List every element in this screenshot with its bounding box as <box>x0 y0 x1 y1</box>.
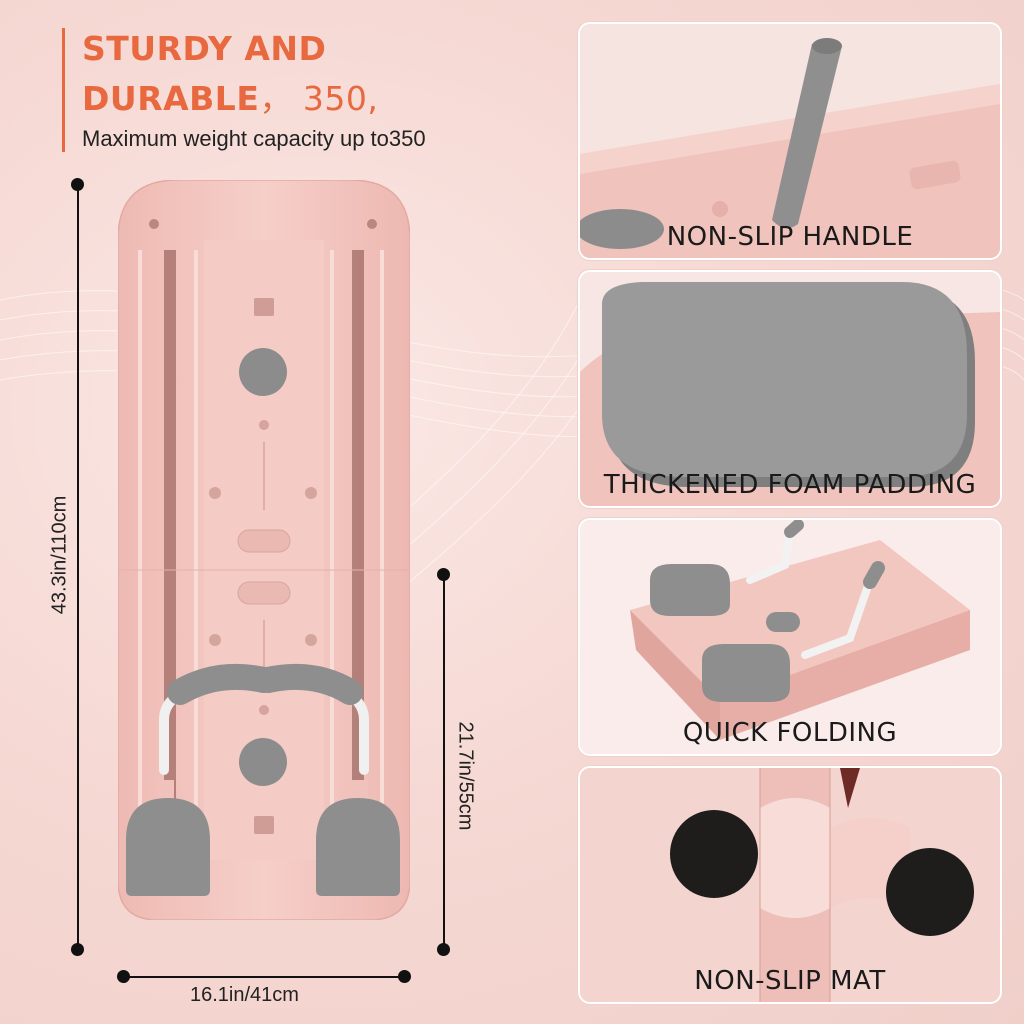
height-dimension-line <box>77 184 79 949</box>
width-dimension-dot-right <box>398 970 411 983</box>
feature-label-mat: NON-SLIP MAT <box>694 966 886 996</box>
width-dimension-line <box>123 976 404 978</box>
width-dimension-label: 16.1in/41cm <box>190 984 299 1006</box>
headline-line2: DURABLE，350, <box>82 74 378 124</box>
height-dimension-dot-top <box>71 178 84 191</box>
fold-dimension-label: 21.7in/55cm <box>454 721 477 831</box>
headline-word: DURABLE <box>82 79 260 118</box>
headline: STURDY AND DURABLE，350, <box>82 24 378 124</box>
folding-closeup-image <box>580 520 1000 754</box>
feature-panel-padding: THICKENED FOAM PADDING <box>578 270 1002 508</box>
headline-separator: ， <box>259 79 293 118</box>
fold-dimension-dot-top <box>437 568 450 581</box>
fold-dimension-dot-bottom <box>437 943 450 956</box>
headline-number: 350, <box>302 79 379 118</box>
feature-label-handle: NON-SLIP HANDLE <box>666 222 914 252</box>
mat-closeup-image <box>580 768 1000 1002</box>
width-dimension-dot-left <box>117 970 130 983</box>
handle-closeup-image <box>580 24 1000 258</box>
height-dimension-dot-bottom <box>71 943 84 956</box>
feature-panel-folding: QUICK FOLDING <box>578 518 1002 756</box>
height-dimension-label: 43.3in/110cm <box>48 495 71 615</box>
board-illustration <box>118 180 410 920</box>
headline-line1: STURDY AND <box>82 29 327 68</box>
feature-label-folding: QUICK FOLDING <box>682 718 898 748</box>
feature-panel-handle: NON-SLIP HANDLE <box>578 22 1002 260</box>
feature-label-padding: THICKENED FOAM PADDING <box>603 470 977 500</box>
fold-dimension-line <box>443 574 445 949</box>
padding-closeup-image <box>580 272 1000 506</box>
weight-capacity-text: Maximum weight capacity up to350 <box>82 126 426 151</box>
headline-accent-bar <box>62 28 65 152</box>
feature-panel-mat: NON-SLIP MAT <box>578 766 1002 1004</box>
